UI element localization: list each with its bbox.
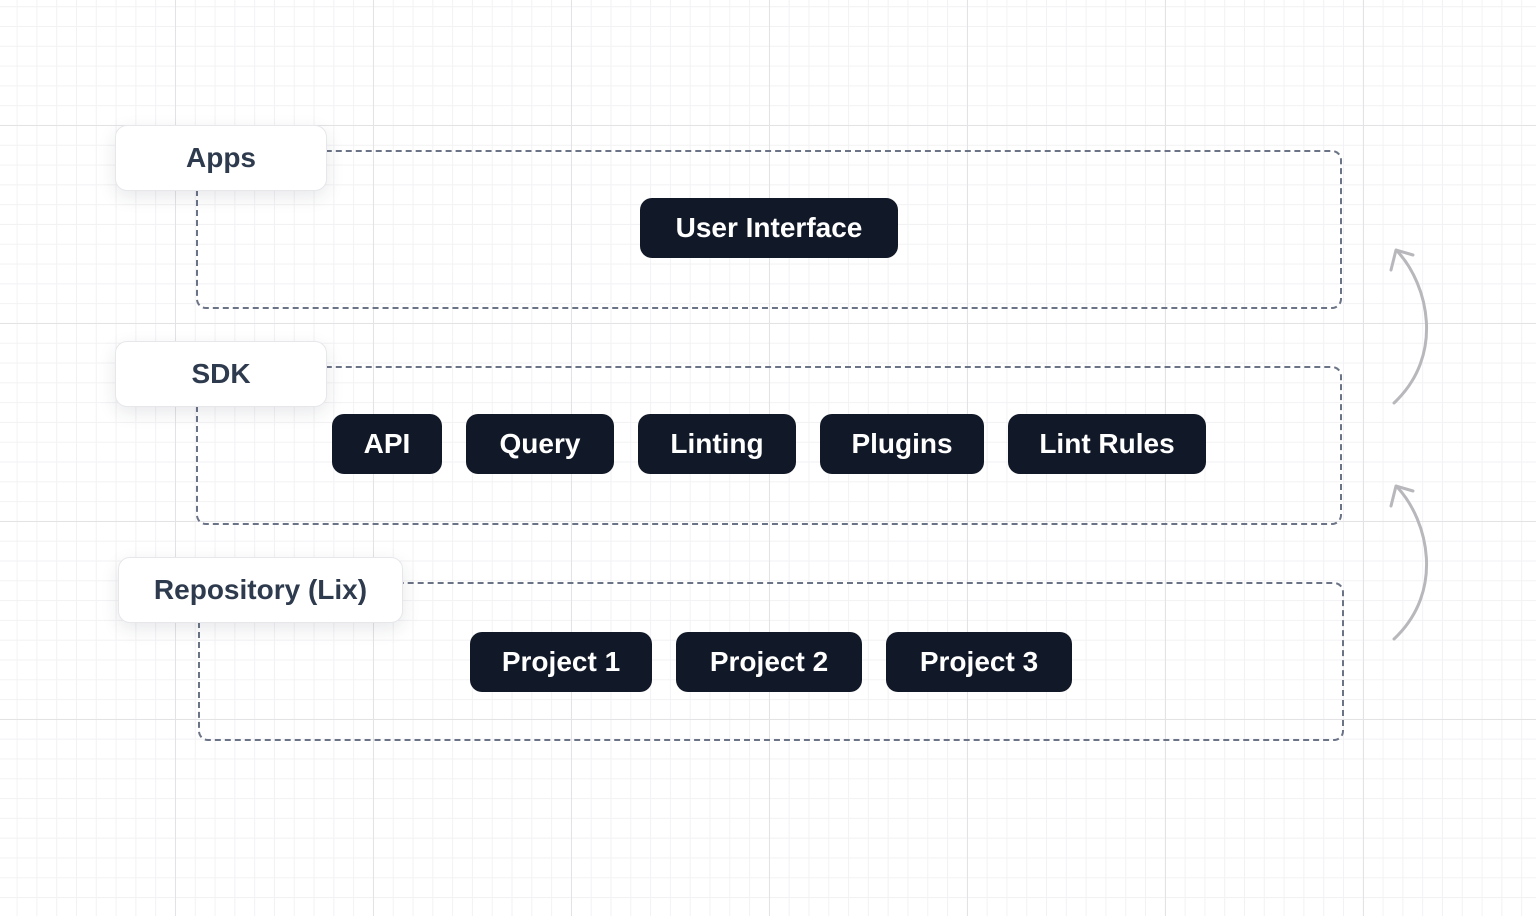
apps-layer-box xyxy=(196,150,1342,309)
project-1-chip: Project 1 xyxy=(470,632,652,692)
api-chip: API xyxy=(332,414,442,474)
sdk-layer-box xyxy=(196,366,1342,525)
query-chip: Query xyxy=(466,414,614,474)
project-3-chip: Project 3 xyxy=(886,632,1072,692)
lint-rules-chip: Lint Rules xyxy=(1008,414,1206,474)
user-interface-chip: User Interface xyxy=(640,198,898,258)
sdk-layer-label: SDK xyxy=(115,341,327,407)
arrow-up-curved-icon xyxy=(1389,484,1428,641)
arrow-up-curved-icon xyxy=(1389,248,1428,405)
repository-layer-box xyxy=(198,582,1344,741)
project-2-chip: Project 2 xyxy=(676,632,862,692)
plugins-chip: Plugins xyxy=(820,414,984,474)
apps-layer-label: Apps xyxy=(115,125,327,191)
repository-layer-label: Repository (Lix) xyxy=(118,557,403,623)
linting-chip: Linting xyxy=(638,414,796,474)
